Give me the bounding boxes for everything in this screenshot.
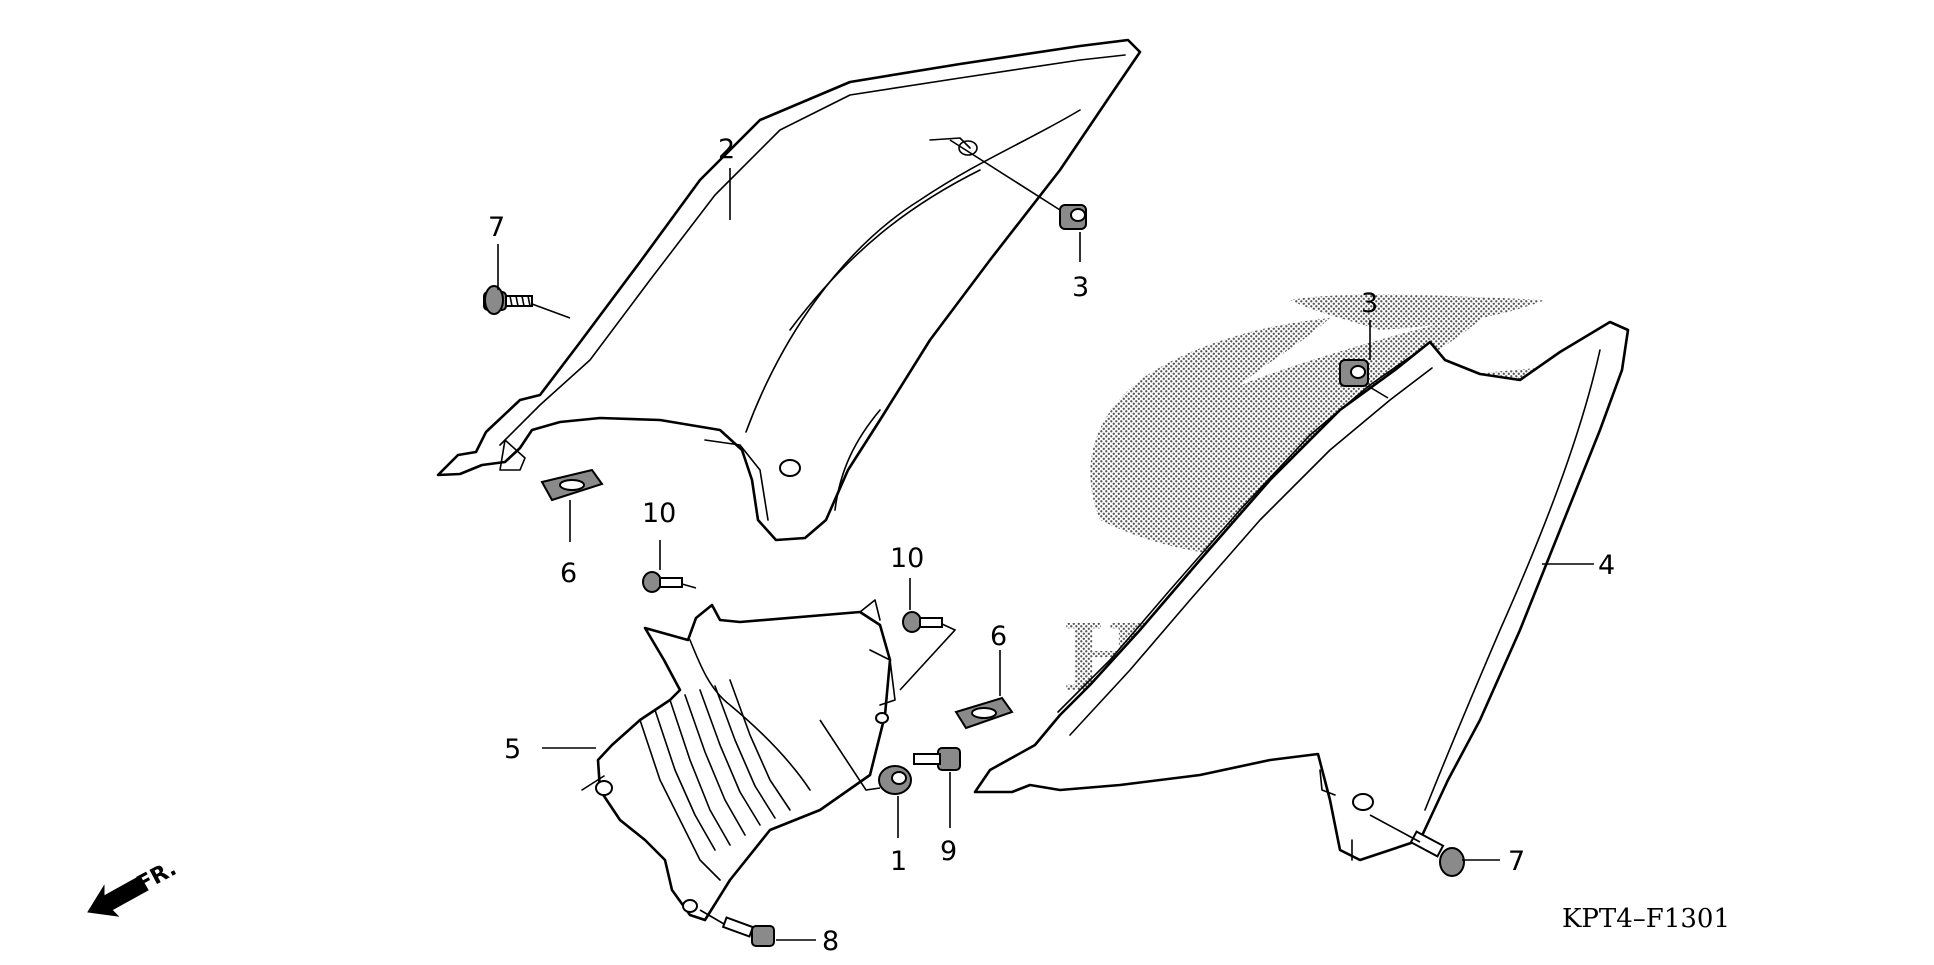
- part-7-screw-left: [483, 285, 533, 315]
- leader-lines: [497, 139, 1594, 941]
- part-4-side-cover: [973, 320, 1630, 862]
- callout-8: 8: [822, 926, 839, 957]
- part-2-upper-shroud: [436, 38, 1142, 542]
- callout-3-right: 3: [1361, 288, 1378, 319]
- callout-6-left: 6: [560, 558, 577, 589]
- callout-5: 5: [504, 734, 521, 765]
- callout-1: 1: [890, 846, 907, 877]
- part-3-nut-upper: [1059, 204, 1087, 230]
- callout-4: 4: [1598, 550, 1615, 581]
- callout-10-left: 10: [642, 498, 676, 529]
- part-6-grommet-right: [954, 696, 1014, 730]
- figure-code: KPT4–F1301: [1562, 904, 1730, 934]
- part-7-screw-right: [1409, 830, 1465, 877]
- part-3-nut-right: [1339, 359, 1369, 387]
- callout-7-left: 7: [488, 212, 505, 243]
- callout-9: 9: [940, 836, 957, 867]
- callout-10-right: 10: [890, 543, 924, 574]
- part-9-bolt: [913, 747, 961, 771]
- part-5-air-box-cover: [581, 599, 896, 922]
- callout-7-right: 7: [1508, 846, 1525, 877]
- part-10-screw-left: [642, 571, 683, 593]
- part-10-screw-right: [902, 611, 943, 633]
- callout-3-upper: 3: [1072, 272, 1089, 303]
- front-direction-arrow: FR.: [87, 856, 181, 917]
- part-6-grommet-left: [540, 468, 604, 502]
- callout-2: 2: [718, 134, 735, 165]
- part-8-bolt: [721, 916, 775, 947]
- callout-6-right: 6: [990, 621, 1007, 652]
- part-1-collar: [878, 765, 912, 795]
